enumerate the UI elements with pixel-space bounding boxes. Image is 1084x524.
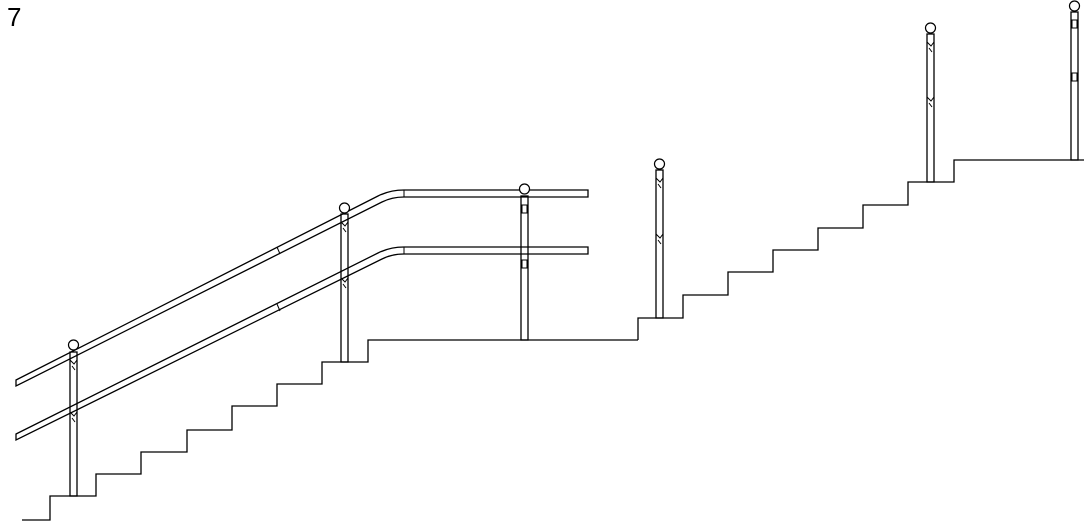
post-6 — [1068, 0, 1081, 161]
post-4 — [653, 158, 666, 319]
post-cap — [653, 158, 666, 170]
bottom-rail — [15, 246, 589, 442]
lower-stair-flight — [22, 339, 638, 521]
post-2 — [338, 202, 351, 363]
post-5 — [924, 22, 937, 183]
post-3 — [518, 183, 531, 341]
rail-bracket — [69, 411, 78, 423]
rail-bracket — [69, 359, 78, 371]
handrail-rails — [15, 189, 589, 442]
post-cap — [924, 22, 937, 34]
step-number: 7 — [7, 2, 22, 32]
rail-bracket — [926, 96, 935, 108]
rail-bracket — [521, 259, 528, 269]
rail-bracket — [340, 277, 349, 289]
post-cap — [518, 183, 531, 195]
rail-joint — [276, 246, 281, 255]
post-cap — [338, 202, 351, 214]
post-cap — [1068, 0, 1081, 12]
top-rail — [15, 189, 589, 388]
rail-bracket — [1071, 72, 1078, 82]
post-cap — [67, 339, 80, 351]
rail-bracket — [655, 233, 664, 245]
rail-bracket — [655, 177, 664, 189]
rail-bracket — [926, 41, 935, 53]
rail-bracket — [521, 204, 528, 214]
post-1 — [67, 339, 80, 497]
staircase-outline — [22, 159, 1084, 521]
rail-bracket — [340, 221, 349, 233]
rail-joint — [276, 303, 281, 312]
upper-stair-flight — [637, 159, 1084, 340]
rail-bracket — [1071, 19, 1078, 29]
